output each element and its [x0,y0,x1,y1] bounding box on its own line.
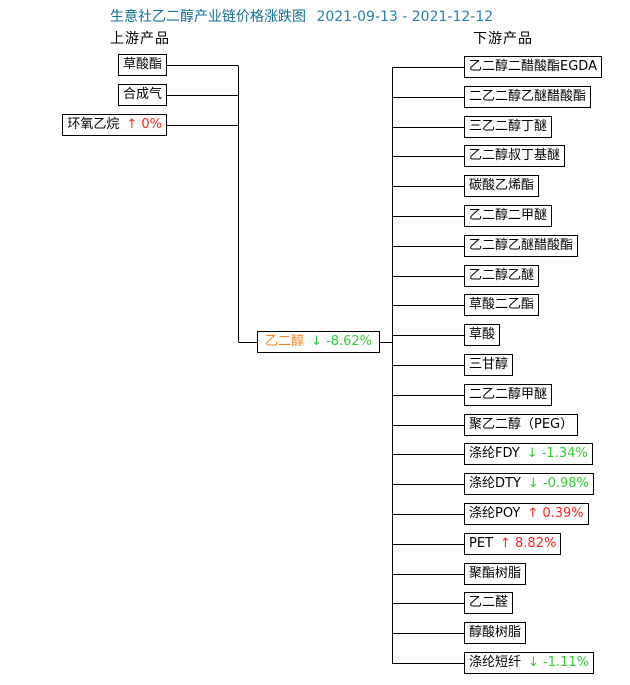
node-label: 乙二醇叔丁基醚 [469,148,561,163]
node-label: 草酸 [469,327,496,342]
downstream-node[interactable]: 乙二醇二醋酸酯EGDA [464,56,602,78]
title-text: 生意社乙二醇产业链价格涨跌图 [110,9,306,25]
node-label: 三甘醇 [469,357,509,372]
downstream-node[interactable]: 三乙二醇丁醚 [464,116,553,138]
node-label: 乙二醇二甲醚 [469,208,548,223]
upstream-node-syngas[interactable]: 合成气 [117,84,167,106]
node-label: 环氧乙烷 [67,117,120,132]
downstream-node[interactable]: 草酸 [464,324,501,346]
node-label: 聚酯树脂 [469,566,522,581]
downstream-node[interactable]: 涤纶短纤 ↓ -1.11% [464,652,595,674]
page-title: 生意社乙二醇产业链价格涨跌图 2021-09-13 - 2021-12-12 [110,6,493,26]
downstream-node[interactable]: 乙二醛 [464,592,514,614]
downstream-node[interactable]: 聚乙二醇（PEG） [464,414,579,436]
node-change: ↓ -1.11% [528,655,590,670]
downstream-node[interactable]: 碳酸乙烯酯 [464,175,540,197]
downstream-node[interactable]: 乙二醇乙醚醋酸酯 [464,235,579,257]
downstream-node[interactable]: 涤纶FDY ↓ -1.34% [464,443,593,465]
downstream-node[interactable]: 乙二醇乙醚 [464,265,540,287]
downstream-node[interactable]: 二乙二醇乙醚醋酸酯 [464,86,592,108]
title-date-range: 2021-09-13 - 2021-12-12 [316,9,494,25]
node-label: 三乙二醇丁醚 [469,119,548,134]
downstream-node[interactable]: 乙二醇二甲醚 [464,205,553,227]
node-change: ↓ -8.62% [311,334,373,349]
node-label: 二乙二醇乙醚醋酸酯 [469,89,587,104]
upstream-node-oxalate-ester[interactable]: 草酸酯 [117,54,167,76]
upstream-node-ethylene-oxide[interactable]: 环氧乙烷 ↑ 0% [62,114,167,136]
node-label: 醇酸树脂 [469,625,522,640]
downstream-node[interactable]: 涤纶POY ↑ 0.39% [464,503,589,525]
node-label: 乙二醇 [265,334,305,349]
node-label: 涤纶DTY [469,476,521,491]
node-label: 草酸二乙酯 [469,297,535,312]
node-label: 涤纶FDY [469,446,520,461]
node-label: 草酸酯 [122,57,162,72]
node-label: 聚乙二醇（PEG） [469,417,574,432]
node-change: ↓ -1.34% [526,446,588,461]
node-label: 乙二醇乙醚 [469,268,535,283]
downstream-node[interactable]: 乙二醇叔丁基醚 [464,145,566,167]
downstream-node[interactable]: 聚酯树脂 [464,563,527,585]
downstream-node[interactable]: 涤纶DTY ↓ -0.98% [464,473,594,495]
node-label: PET [469,536,493,551]
node-change: ↓ -0.98% [527,476,589,491]
node-change: ↑ 0% [126,117,162,132]
node-label: 合成气 [122,87,162,102]
node-change: ↑ 0.39% [527,506,584,521]
node-label: 乙二醇二醋酸酯EGDA [469,59,597,74]
node-change: ↑ 8.82% [500,536,557,551]
node-label: 涤纶POY [469,506,521,521]
downstream-node[interactable]: 草酸二乙酯 [464,294,540,316]
upstream-section-label: 上游产品 [110,31,170,47]
downstream-node[interactable]: PET ↑ 8.82% [464,533,562,555]
node-label: 乙二醛 [469,595,509,610]
node-label: 涤纶短纤 [469,655,522,670]
downstream-node[interactable]: 三甘醇 [464,354,514,376]
downstream-node[interactable]: 醇酸树脂 [464,622,527,644]
downstream-node[interactable]: 二乙二醇甲醚 [464,384,553,406]
center-node-ethylene-glycol[interactable]: 乙二醇 ↓ -8.62% [257,331,381,353]
downstream-section-label: 下游产品 [473,31,533,47]
node-label: 乙二醇乙醚醋酸酯 [469,238,574,253]
node-label: 碳酸乙烯酯 [469,178,535,193]
node-label: 二乙二醇甲醚 [469,387,548,402]
